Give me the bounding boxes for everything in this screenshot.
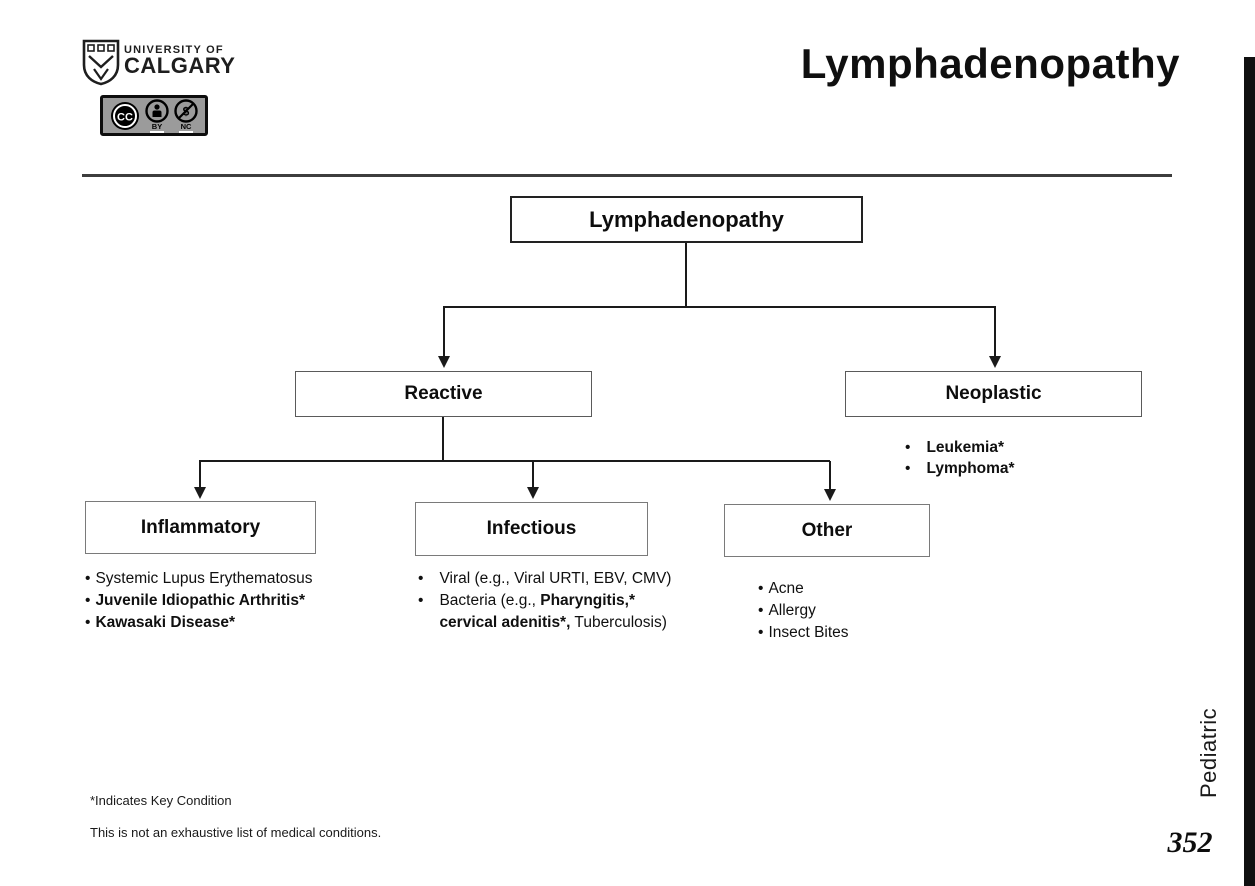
list-item: •Juvenile Idiopathic Arthritis*	[85, 592, 306, 609]
page-number: 352	[1167, 826, 1213, 859]
neoplastic-condition-list: •Leukemia* •Lymphoma*	[905, 437, 1015, 479]
university-logo-text: UNIVERSITY OF CALGARY	[124, 44, 236, 78]
node-other: Other	[724, 504, 930, 557]
svg-text:CC: CC	[117, 111, 133, 123]
footnote-exhaustive: This is not an exhaustive list of medica…	[90, 825, 382, 840]
list-item: •Acne	[758, 580, 804, 597]
node-lymphadenopathy: Lymphadenopathy	[510, 196, 863, 243]
cc-by-nc-license-badge: CC BY $ NC	[100, 95, 208, 136]
side-category-label: Pediatric	[1196, 707, 1221, 798]
cc-by-person-icon	[145, 98, 169, 123]
infectious-condition-list: •Viral (e.g., Viral URTI, EBV, CMV) •Bact…	[418, 568, 686, 634]
other-condition-list: •Acne •Allergy •Insect Bites	[758, 578, 938, 644]
list-item: •Allergy	[758, 602, 816, 619]
node-reactive: Reactive	[295, 371, 592, 417]
cc-nc-label: NC	[178, 121, 194, 133]
university-crest-logo	[82, 39, 120, 86]
cc-nc-dollar-icon: $	[174, 98, 198, 123]
page-title: Lymphadenopathy	[800, 40, 1180, 87]
node-neoplastic: Neoplastic	[845, 371, 1142, 417]
inflammatory-condition-list: •Systemic Lupus Erythematosus •Juvenile I…	[85, 568, 335, 634]
list-item: •Insect Bites	[758, 624, 849, 641]
list-item: •Leukemia*	[905, 439, 1004, 456]
right-edge-bar	[1244, 57, 1255, 886]
cc-icon: CC	[111, 101, 139, 130]
list-item: •Bacteria (e.g., Pharyngitis,* cervical …	[418, 592, 667, 631]
list-item: •Kawasaki Disease*	[85, 614, 236, 631]
cc-by-label: BY	[149, 121, 165, 133]
header-divider-line	[82, 174, 1172, 177]
node-inflammatory: Inflammatory	[85, 501, 316, 554]
logo-line1: UNIVERSITY OF	[124, 44, 224, 56]
list-item: •Viral (e.g., Viral URTI, EBV, CMV)	[418, 570, 672, 587]
logo-line2: CALGARY	[124, 53, 236, 78]
node-infectious: Infectious	[415, 502, 648, 556]
list-item: •Lymphoma*	[905, 460, 1015, 477]
footnote-key-condition: *Indicates Key Condition	[90, 793, 232, 808]
list-item: •Systemic Lupus Erythematosus	[85, 570, 313, 587]
